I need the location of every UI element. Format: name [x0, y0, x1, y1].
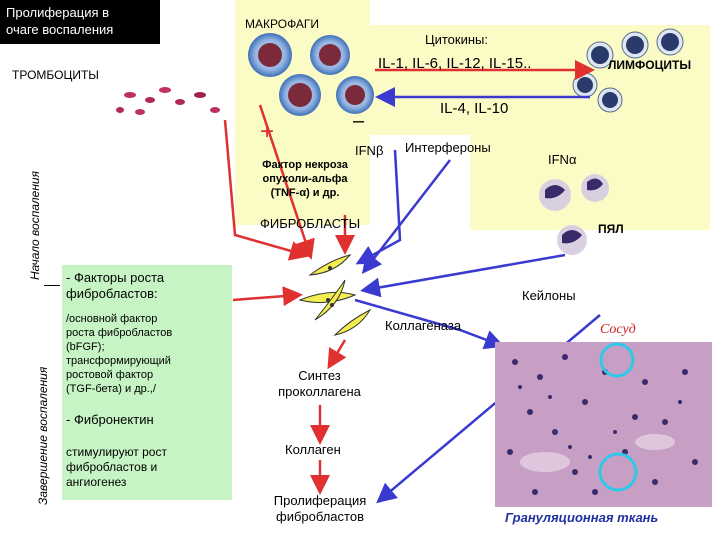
tnf-line1: Фактор некроза — [262, 159, 348, 171]
stimulation-line1: стимулируют рост — [66, 445, 167, 459]
interferons-label: Интерфероны — [405, 140, 491, 155]
anti-inflammatory-interleukins: IL-4, IL-10 — [440, 100, 509, 117]
growth-factors-heading-line2: фибробластов: — [66, 286, 158, 301]
bfgf-line2: роста фибробластов — [66, 327, 173, 339]
page-title-line1: Пролиферация в — [6, 5, 110, 20]
tgf-line2: ростовой фактор — [66, 369, 154, 381]
fibroblast-proliferation-label: Пролиферация фибробластов — [255, 493, 385, 525]
thrombocytes-label: ТРОМБОЦИТЫ — [12, 68, 99, 82]
tgf-line3: (TGF-бета) и др.,/ — [66, 383, 156, 395]
cytokines-label: Цитокины: — [425, 32, 489, 47]
macrophages-label: МАКРОФАГИ — [245, 17, 320, 31]
page-title: Пролиферация в очаге воспаления — [0, 0, 160, 44]
procollagen-line1: Синтез — [298, 368, 341, 383]
proliferation-line1: Пролиферация — [273, 493, 367, 508]
bfgf-line3: (bFGF); — [66, 341, 105, 353]
bfgf-line1: /основной фактор — [66, 313, 158, 325]
pro-inflammatory-interleukins: IL-1, IL-6, IL-12, IL-15.. — [378, 55, 532, 72]
fibroblasts-cluster — [298, 254, 372, 336]
granulation-tissue-image — [495, 342, 712, 507]
tnf-line2: опухоли-альфа — [262, 173, 348, 185]
ifn-beta-label: IFNβ — [355, 143, 384, 158]
pmn-label: ПЯЛ — [598, 222, 624, 236]
page-title-line2: очаге воспаления — [6, 22, 114, 37]
macrophages-cluster — [248, 33, 374, 116]
procollagen-synthesis-label: Синтез проколлагена — [262, 368, 377, 400]
tnf-line3: (TNF-α) и др. — [270, 187, 340, 199]
red-arrows — [223, 60, 595, 495]
ifn-alpha-label: IFNα — [548, 152, 577, 167]
tgf-line1: трансформирующий — [66, 355, 171, 367]
tnf-label: Фактор некроза опухоли-альфа (TNF-α) и д… — [250, 158, 360, 200]
stimulation-line3: ангиогенез — [66, 475, 127, 489]
cytokine-zone — [370, 25, 470, 135]
growth-factors-heading: - Факторы роста фибробластов: — [66, 270, 231, 302]
fibroblasts-label: ФИБРОБЛАСТЫ — [260, 216, 361, 231]
neutrophils-cluster — [539, 174, 609, 255]
side-divider — [44, 285, 60, 286]
minus-sign: – — [353, 110, 365, 132]
growth-factors-panel — [62, 265, 232, 500]
growth-factors-list: /основной фактор роста фибробластов (bFG… — [66, 312, 231, 396]
collagen-label: Коллаген — [285, 442, 341, 457]
stimulation-line2: фибробластов и — [66, 460, 158, 474]
growth-factors-heading-line1: - Факторы роста — [66, 270, 165, 285]
fibronectin-label: - Фибронектин — [66, 412, 154, 427]
plus-sign: + — [260, 118, 275, 145]
vessel-label: Сосуд — [600, 322, 636, 337]
keylones-label: Кейлоны — [522, 288, 576, 303]
thrombocytes-cluster — [116, 87, 220, 115]
stimulation-text: стимулируют рост фибробластов и ангиоген… — [66, 445, 231, 490]
proliferation-line2: фибробластов — [276, 509, 364, 524]
lymphocytes-label: ЛИМФОЦИТЫ — [608, 58, 692, 72]
collagenase-label: Коллагеназа — [385, 318, 462, 333]
procollagen-line2: проколлагена — [278, 384, 361, 399]
granulation-tissue-label: Грануляционная ткань — [505, 510, 659, 525]
